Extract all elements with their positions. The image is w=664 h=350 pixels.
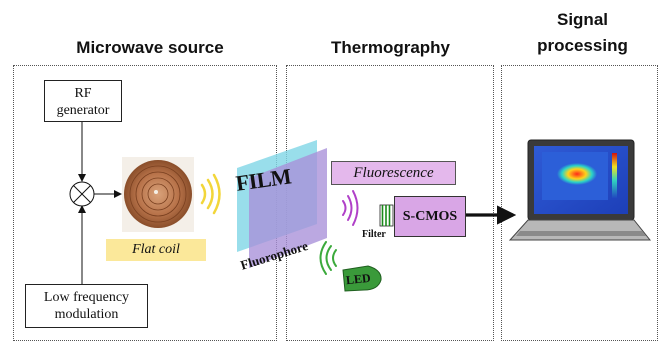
filter-icon <box>379 204 394 227</box>
film-layers <box>237 140 327 268</box>
laptop-icon <box>508 139 652 241</box>
modulation-line2: modulation <box>54 307 119 322</box>
modulation-line1: Low frequency <box>43 290 130 305</box>
rf-generator-line1: RF <box>74 86 92 101</box>
fluorescence-wave-icon <box>342 190 359 226</box>
thermal-hotspot <box>557 163 597 185</box>
film-layer-purple <box>249 148 327 268</box>
thermal-colorbar <box>612 153 617 199</box>
flat-coil-label: Flat coil <box>106 239 206 261</box>
heading-microwave-source: Microwave source <box>76 38 224 57</box>
rf-generator-line2: generator <box>56 103 110 118</box>
heading-signal-processing: Signal processing <box>505 10 660 56</box>
heading-signal-line1: Signal <box>556 10 608 29</box>
panel-signal-processing <box>501 65 658 341</box>
mixer-symbol <box>69 181 95 207</box>
filter-label: Filter <box>362 229 386 240</box>
fluorescence-label: Fluorescence <box>331 161 456 185</box>
heading-signal-line2: processing <box>537 36 628 55</box>
microwave-wave-icon <box>200 173 221 215</box>
led-icon <box>342 265 382 292</box>
flat-coil-image <box>122 157 194 232</box>
led-label: LED <box>345 270 372 288</box>
heading-thermography: Thermography <box>330 38 451 57</box>
rf-generator-box: RF generator <box>44 80 122 122</box>
modulation-box: Low frequency modulation <box>25 284 148 328</box>
s-cmos-camera-box: S-CMOS <box>394 196 466 237</box>
led-wave-icon <box>319 241 337 275</box>
